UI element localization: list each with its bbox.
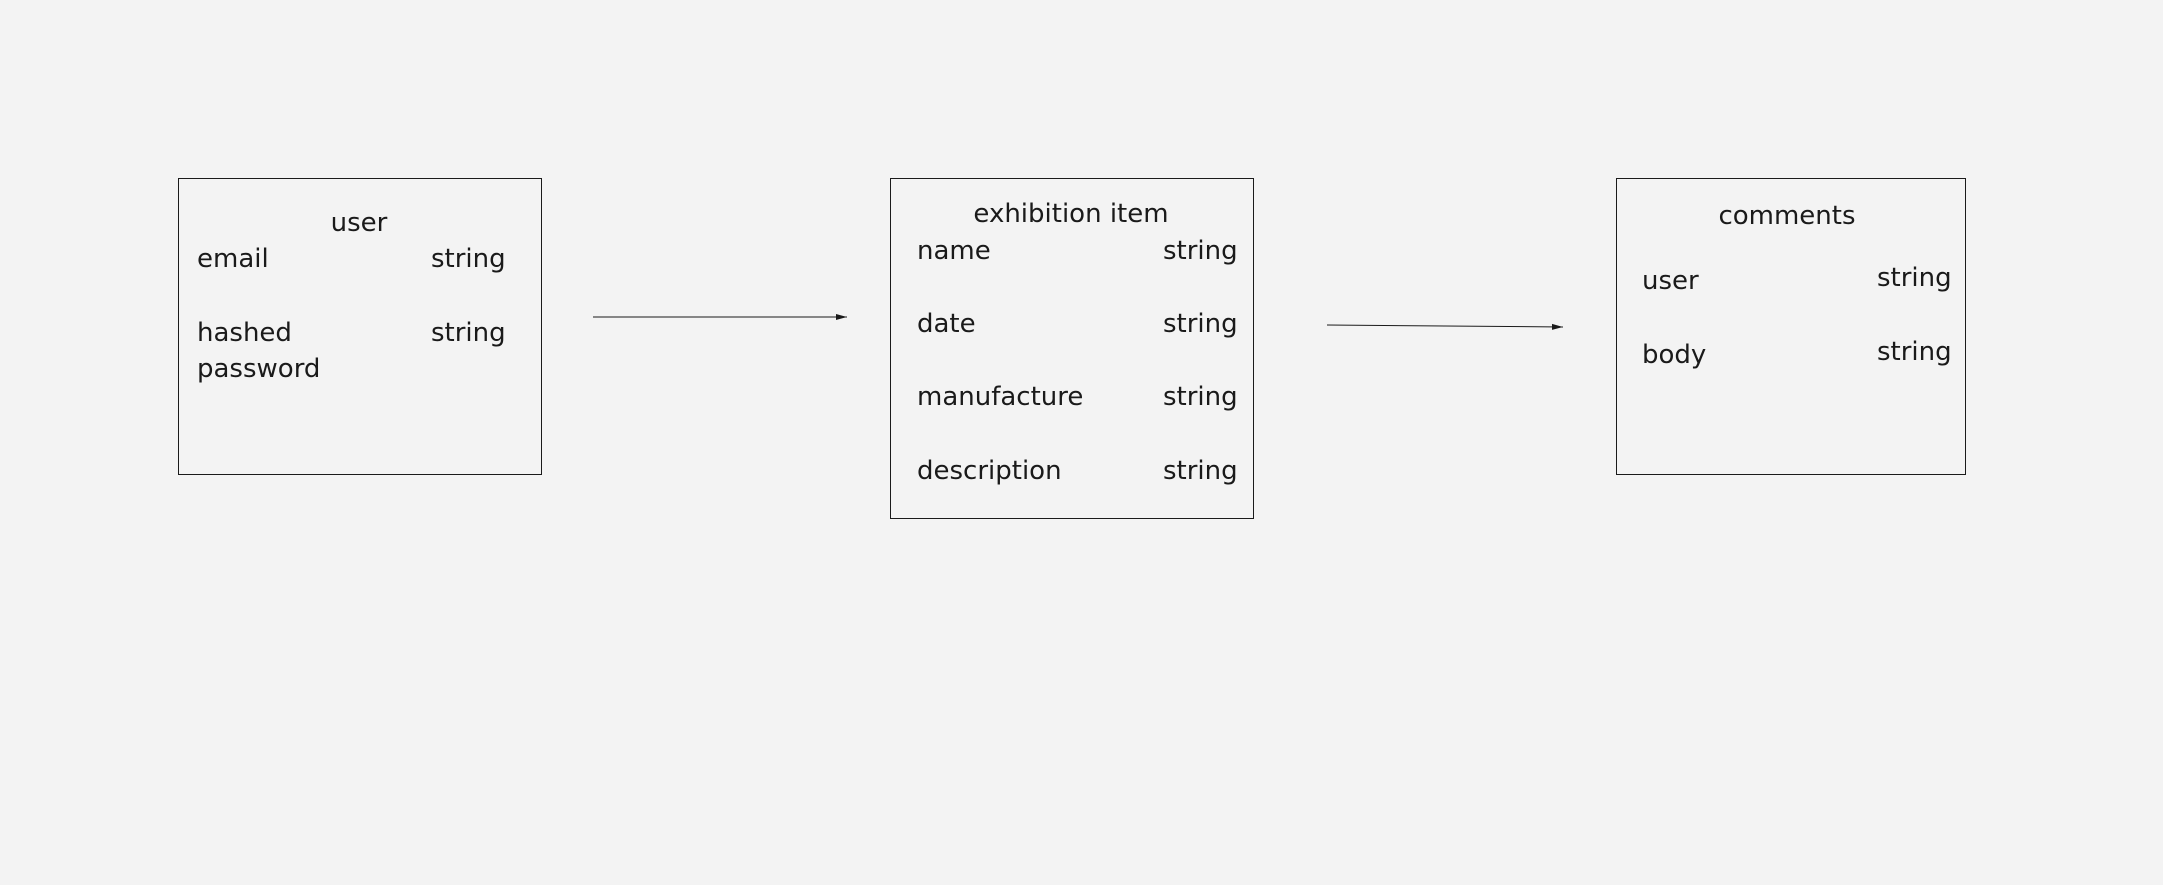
field-type-manufacture: string — [1163, 382, 1238, 412]
relation-arrow-exhibition-item-to-comments — [1326, 323, 1564, 330]
entity-title: user — [330, 208, 388, 238]
field-type-hashed-password: string — [431, 318, 506, 348]
field-type-email: string — [431, 244, 506, 274]
entity-title: comments — [1718, 201, 1856, 231]
entity-exhibition-item[interactable]: exhibition item name string date string … — [890, 178, 1254, 519]
field-type-user: string — [1877, 263, 1952, 293]
entity-comments[interactable]: comments user string body string — [1616, 178, 1966, 475]
field-name-manufacture: manufacture — [917, 382, 1084, 412]
field-type-date: string — [1163, 309, 1238, 339]
field-name-user: user — [1642, 266, 1699, 296]
field-type-name: string — [1163, 236, 1238, 266]
field-type-body: string — [1877, 337, 1952, 367]
field-name-date: date — [917, 309, 976, 339]
field-name-name: name — [917, 236, 991, 266]
field-type-description: string — [1163, 456, 1238, 486]
field-name-email: email — [197, 244, 269, 274]
field-name-hashed-password-line2: password — [197, 354, 321, 384]
field-name-body: body — [1642, 340, 1707, 370]
field-name-hashed-password: hashed — [197, 318, 292, 348]
field-name-description: description — [917, 456, 1062, 486]
entity-title: exhibition item — [973, 199, 1169, 229]
entity-user[interactable]: user email string hashed password string — [178, 178, 542, 475]
